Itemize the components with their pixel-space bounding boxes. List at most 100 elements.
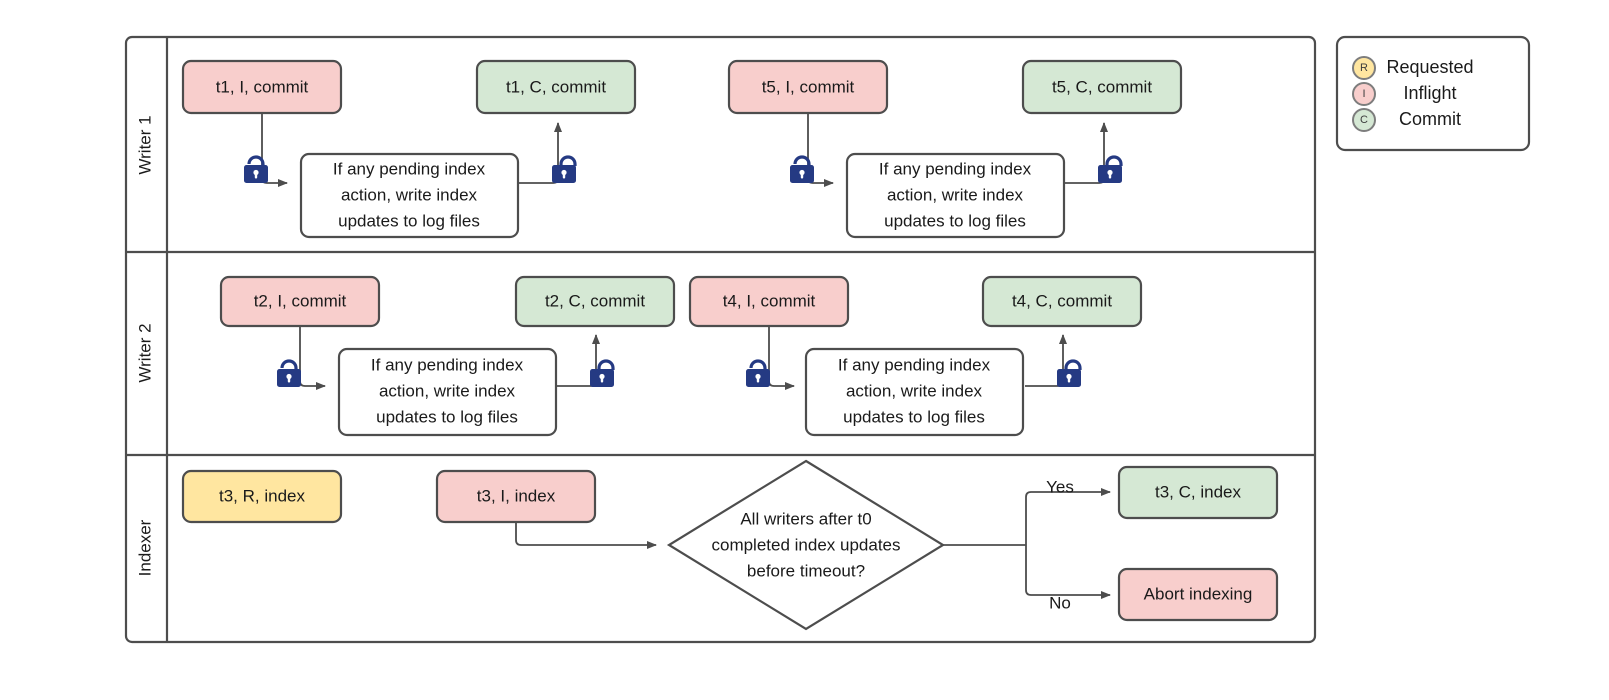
- node-t3-inflight-index-label: t3, I, index: [477, 486, 556, 505]
- edge-decision-yes: [1025, 488, 1111, 545]
- edge-label-no: No: [1049, 593, 1071, 612]
- node-t4-inflight-commit[interactable]: t4, I, commit: [688, 275, 850, 328]
- pool-outline: [124, 35, 1317, 644]
- lock-closed-icon: [790, 155, 814, 183]
- requested-badge-icon: [1352, 56, 1376, 80]
- node-writer1-process-1[interactable]: If any pending index action, write index…: [299, 152, 520, 239]
- edge-t3-inflight-to-decision: [515, 521, 657, 549]
- node-t3-requested-index-shape[interactable]: [181, 469, 343, 524]
- node-t3-requested-index-label: t3, R, index: [219, 486, 305, 505]
- node-writer1-process-2-line2: action, write index: [887, 185, 1024, 204]
- commit-badge-icon: [1352, 108, 1376, 132]
- node-writer2-process-2[interactable]: If any pending index action, write index…: [804, 347, 1025, 437]
- node-timeout-decision-shape[interactable]: [666, 459, 946, 631]
- legend-item-inflight: I Inflight: [1352, 82, 1457, 106]
- node-writer1-process-1-shape[interactable]: [299, 152, 520, 239]
- legend-label-requested: Requested: [1386, 57, 1473, 77]
- node-t1-commit-commit-shape[interactable]: [475, 59, 637, 115]
- node-t3-commit-index-label: t3, C, index: [1155, 482, 1241, 501]
- node-writer1-process-2[interactable]: If any pending index action, write index…: [845, 152, 1066, 239]
- node-writer2-process-1-shape[interactable]: [337, 347, 558, 437]
- lane-label-indexer: Indexer: [135, 519, 154, 576]
- node-writer2-process-1[interactable]: If any pending index action, write index…: [337, 347, 558, 437]
- node-t5-inflight-commit-shape[interactable]: [727, 59, 889, 115]
- node-t3-inflight-index[interactable]: t3, I, index: [435, 469, 597, 524]
- legend-label-commit: Commit: [1399, 109, 1461, 129]
- lane-writer-2-content: t2, I, commit If any pending index actio…: [219, 275, 1143, 437]
- node-writer2-process-1-line2: action, write index: [379, 381, 516, 400]
- node-timeout-decision-line1: All writers after t0: [740, 509, 871, 528]
- node-writer2-process-1-line3: updates to log files: [376, 407, 518, 426]
- node-writer1-process-1-line2: action, write index: [341, 185, 478, 204]
- inflight-badge-letter: I: [1362, 88, 1365, 100]
- node-t2-commit-commit-shape[interactable]: [514, 275, 676, 328]
- node-abort-indexing-label: Abort indexing: [1144, 584, 1253, 603]
- node-timeout-decision[interactable]: All writers after t0 completed index upd…: [666, 459, 946, 631]
- node-writer1-process-2-line3: updates to log files: [884, 211, 1026, 230]
- lane-label-writer-1: Writer 1: [135, 115, 154, 174]
- lane-header-writer-2: Writer 2: [135, 323, 154, 382]
- node-t1-inflight-commit-shape[interactable]: [181, 59, 343, 115]
- node-t2-inflight-commit-shape[interactable]: [219, 275, 381, 328]
- node-timeout-decision-line2: completed index updates: [711, 535, 900, 554]
- edge-t4-inflight-to-process: [768, 326, 795, 390]
- edge-decision-no: [1025, 545, 1111, 599]
- legend-box: [1335, 35, 1531, 152]
- node-t3-commit-index-shape[interactable]: [1117, 465, 1279, 520]
- node-t3-commit-index[interactable]: t3, C, index: [1117, 465, 1279, 520]
- node-t4-inflight-commit-shape[interactable]: [688, 275, 850, 328]
- legend: R Requested I Inflight C Commit: [1335, 35, 1531, 152]
- legend-label-inflight: Inflight: [1403, 83, 1456, 103]
- node-writer1-process-1-line1: If any pending index: [333, 159, 486, 178]
- lane-label-writer-2: Writer 2: [135, 323, 154, 382]
- node-writer2-process-2-line3: updates to log files: [843, 407, 985, 426]
- node-t1-inflight-commit-label: t1, I, commit: [216, 77, 309, 96]
- node-timeout-decision-line3: before timeout?: [747, 561, 865, 580]
- lock-closed-icon: [244, 155, 268, 183]
- lane-indexer-content: Yes No t3, R, index t3, I, index All wri…: [181, 459, 1279, 631]
- lock-open-icon: [590, 359, 615, 387]
- node-abort-indexing-shape[interactable]: [1117, 567, 1279, 622]
- lock-closed-icon: [277, 359, 301, 387]
- edge-t2-inflight-to-process: [299, 326, 326, 390]
- node-abort-indexing[interactable]: Abort indexing: [1117, 567, 1279, 622]
- legend-item-requested: R Requested: [1352, 56, 1474, 80]
- node-t2-commit-commit[interactable]: t2, C, commit: [514, 275, 676, 328]
- node-t2-inflight-commit-label: t2, I, commit: [254, 291, 347, 310]
- edge-label-yes: Yes: [1046, 477, 1074, 496]
- node-t4-commit-commit[interactable]: t4, C, commit: [981, 275, 1143, 328]
- node-t5-inflight-commit-label: t5, I, commit: [762, 77, 855, 96]
- node-writer1-process-2-line1: If any pending index: [879, 159, 1032, 178]
- node-t5-inflight-commit[interactable]: t5, I, commit: [727, 59, 889, 115]
- legend-item-commit: C Commit: [1352, 108, 1461, 132]
- node-t1-commit-commit[interactable]: t1, C, commit: [475, 59, 637, 115]
- node-t3-inflight-index-shape[interactable]: [435, 469, 597, 524]
- node-t5-commit-commit[interactable]: t5, C, commit: [1021, 59, 1183, 115]
- node-t2-commit-commit-label: t2, C, commit: [545, 291, 645, 310]
- lane-header-indexer: Indexer: [135, 519, 154, 576]
- node-writer2-process-2-line1: If any pending index: [838, 355, 991, 374]
- lock-closed-icon: [746, 359, 770, 387]
- inflight-badge-icon: [1352, 82, 1376, 106]
- node-writer1-process-2-shape[interactable]: [845, 152, 1066, 239]
- lock-open-icon: [1098, 155, 1123, 183]
- node-t4-commit-commit-label: t4, C, commit: [1012, 291, 1112, 310]
- swimlane-pool: Writer 1 Writer 2 Indexer: [124, 35, 1317, 644]
- node-t5-commit-commit-shape[interactable]: [1021, 59, 1183, 115]
- lane-header-writer-1: Writer 1: [135, 115, 154, 174]
- node-t4-commit-commit-shape[interactable]: [981, 275, 1143, 328]
- lock-open-icon: [552, 155, 577, 183]
- node-writer1-process-1-line3: updates to log files: [338, 211, 480, 230]
- node-writer2-process-2-shape[interactable]: [804, 347, 1025, 437]
- node-t3-requested-index[interactable]: t3, R, index: [181, 469, 343, 524]
- node-t1-inflight-commit[interactable]: t1, I, commit: [181, 59, 343, 115]
- node-t2-inflight-commit[interactable]: t2, I, commit: [219, 275, 381, 328]
- node-t5-commit-commit-label: t5, C, commit: [1052, 77, 1152, 96]
- node-t4-inflight-commit-label: t4, I, commit: [723, 291, 816, 310]
- node-writer2-process-2-line2: action, write index: [846, 381, 983, 400]
- node-t1-commit-commit-label: t1, C, commit: [506, 77, 606, 96]
- commit-badge-letter: C: [1360, 114, 1368, 126]
- lock-open-icon: [1057, 359, 1082, 387]
- lane-writer-1-content: t1, I, commit If any pending index actio…: [181, 59, 1183, 239]
